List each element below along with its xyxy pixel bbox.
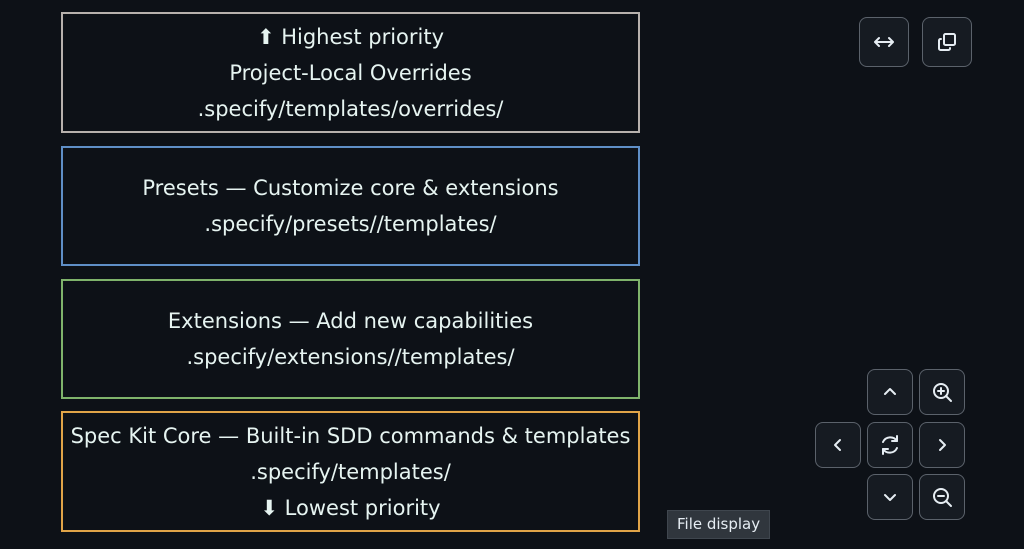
layer-line: .specify/extensions//templates/	[186, 345, 515, 369]
layer-line: Spec Kit Core — Built-in SDD commands & …	[70, 423, 631, 448]
pan-down-button[interactable]	[867, 474, 913, 520]
full-width-button[interactable]	[859, 17, 909, 67]
chevron-right-icon	[939, 439, 946, 451]
layer-project-local-overrides: ⬆ Highest priority Project-Local Overrid…	[61, 12, 640, 133]
layer-line: ⬆ Highest priority	[256, 24, 445, 49]
layer-extensions: Extensions — Add new capabilities .speci…	[61, 279, 640, 399]
layer-line: Extensions — Add new capabilities	[167, 309, 534, 333]
tooltip: File display	[667, 510, 771, 539]
zoom-in-icon	[933, 383, 952, 402]
pan-left-button[interactable]	[815, 422, 861, 468]
chevron-left-icon	[834, 439, 841, 451]
layer-presets: Presets — Customize core & extensions .s…	[61, 146, 640, 266]
copy-button[interactable]	[922, 17, 972, 67]
zoom-in-button[interactable]	[919, 369, 965, 415]
reset-view-button[interactable]	[867, 422, 913, 468]
pan-right-button[interactable]	[919, 422, 965, 468]
layer-line: .specify/presets//templates/	[204, 212, 497, 236]
layer-line: Presets — Customize core & extensions	[142, 176, 559, 200]
pan-up-button[interactable]	[867, 369, 913, 415]
layer-line: ⬇ Lowest priority	[260, 495, 441, 520]
zoom-out-button[interactable]	[919, 474, 965, 520]
chevron-down-icon	[884, 494, 896, 501]
layer-line: Project-Local Overrides	[229, 60, 472, 85]
layer-line: .specify/templates/	[250, 459, 451, 484]
layer-spec-kit-core: Spec Kit Core — Built-in SDD commands & …	[61, 411, 640, 532]
layer-line: .specify/templates/overrides/	[197, 96, 504, 121]
zoom-out-icon	[933, 488, 952, 507]
copy-icon	[938, 33, 956, 51]
chevron-up-icon	[884, 388, 896, 395]
arrows-horizontal-icon	[874, 37, 894, 47]
refresh-icon	[882, 435, 898, 455]
